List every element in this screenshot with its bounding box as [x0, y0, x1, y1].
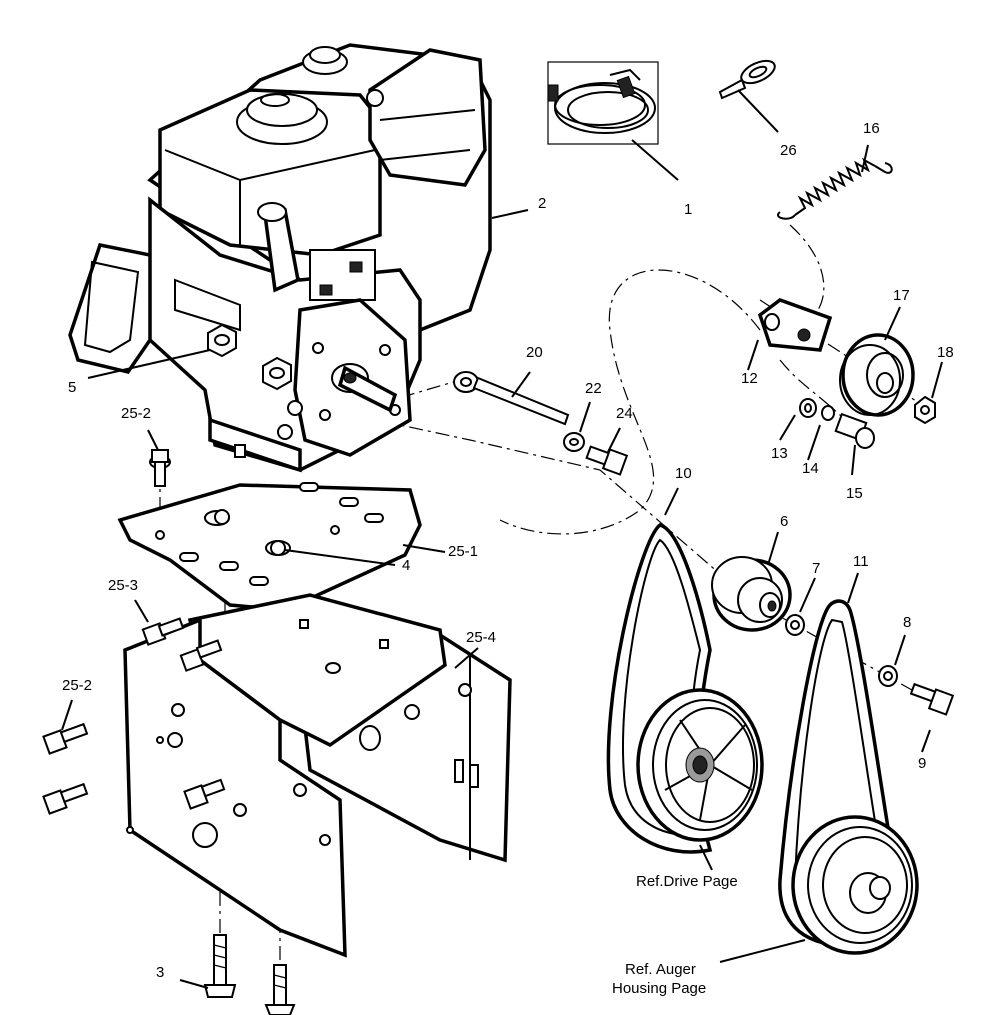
callout-4: 4	[402, 557, 410, 574]
bolt-9	[909, 682, 955, 716]
extension-cord	[547, 61, 659, 145]
bolt-25-2-top	[149, 449, 171, 487]
spacer-7	[785, 614, 805, 636]
callout-16: 16	[863, 120, 880, 137]
idler-bracket	[757, 298, 833, 352]
callout-labels: 1 2 3 4 5 6 7 8 9 10 11 12 13 14 15 16 1…	[62, 120, 954, 981]
callout-25-1: 25-1	[448, 543, 478, 560]
bolt-inner	[183, 778, 226, 810]
pivot-rod	[453, 371, 570, 426]
callout-20: 20	[526, 344, 543, 361]
ref-drive-page: Ref.Drive Page	[636, 873, 738, 890]
idler-spacers	[799, 398, 875, 449]
carriage-bolt-3b	[264, 964, 296, 1015]
callout-10: 10	[675, 465, 692, 482]
engine	[68, 43, 492, 473]
ref-auger-line2: Housing Page	[612, 980, 706, 997]
reference-notes: Ref.Drive Page Ref. Auger Housing Page	[612, 873, 738, 997]
callout-1: 1	[684, 201, 692, 218]
star-washer-a	[214, 509, 230, 525]
callout-2: 2	[538, 195, 546, 212]
frame-bolts	[42, 449, 296, 1015]
callout-12: 12	[741, 370, 758, 387]
callout-25-3: 25-3	[108, 577, 138, 594]
callout-18: 18	[937, 344, 954, 361]
starter-handle	[68, 242, 162, 374]
engine-mount-plate	[117, 482, 422, 612]
callout-8: 8	[903, 614, 911, 631]
callout-11: 11	[853, 553, 869, 570]
bolt-25-3-b	[179, 639, 223, 672]
bolt-25-2-left-b	[42, 782, 89, 815]
idler-nut	[914, 395, 936, 425]
callout-22: 22	[585, 380, 602, 397]
ignition-key	[718, 59, 776, 100]
callout-26: 26	[780, 142, 797, 159]
callout-25-2-top: 25-2	[121, 405, 151, 422]
callout-7: 7	[812, 560, 820, 577]
washer-8	[878, 665, 898, 687]
ref-auger-line1: Ref. Auger	[625, 961, 696, 978]
engine-pulley	[711, 556, 792, 632]
callout-24: 24	[616, 405, 633, 422]
extension-spring	[777, 157, 893, 220]
callout-9: 9	[918, 755, 926, 772]
carriage-bolt-3a	[203, 934, 237, 998]
bolt-25-2-left-a	[42, 722, 89, 755]
callout-14: 14	[802, 460, 819, 477]
leader-lines	[61, 89, 943, 989]
callout-15: 15	[846, 485, 863, 502]
hex-nut-5b	[262, 356, 292, 391]
idler-pulley	[839, 333, 915, 417]
callout-17: 17	[893, 287, 910, 304]
callout-13: 13	[771, 445, 788, 462]
star-washer-b	[270, 540, 286, 556]
bolt-24	[585, 445, 629, 476]
auger-pulley	[791, 815, 919, 955]
callout-25-4: 25-4	[466, 629, 496, 646]
drive-pulley	[636, 688, 764, 842]
bolt-25-3-a	[141, 617, 185, 646]
callout-5: 5	[68, 379, 76, 396]
hex-nut-5a	[207, 323, 237, 358]
flat-washer-22	[563, 432, 585, 452]
frame-side-plates	[123, 593, 512, 958]
callout-25-2-left: 25-2	[62, 677, 92, 694]
callout-6: 6	[780, 513, 788, 530]
callout-3: 3	[156, 964, 164, 981]
